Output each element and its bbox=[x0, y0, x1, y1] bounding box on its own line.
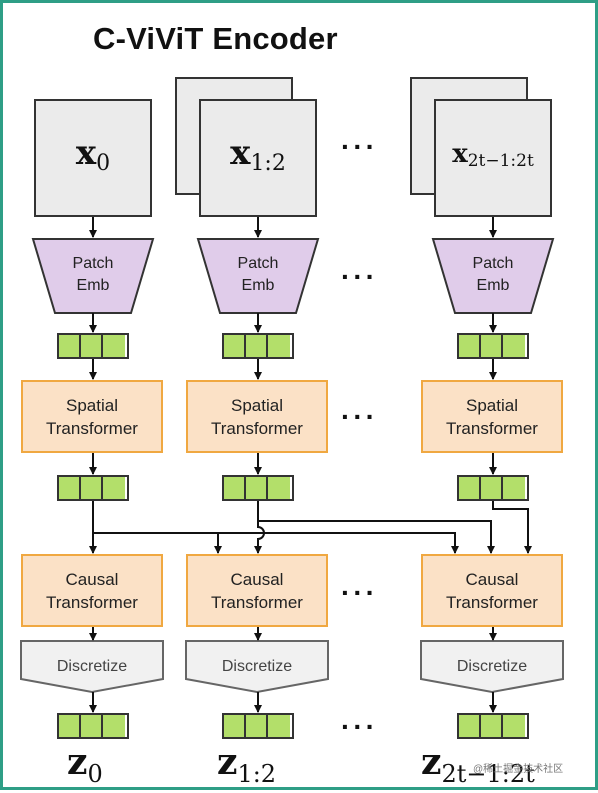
diagram-title: C-ViViT Encoder bbox=[93, 21, 338, 56]
discretize-1: Discretize bbox=[221, 657, 293, 675]
watermark-text: @稀土掘金技术社区 bbox=[473, 764, 564, 775]
frame-label-0: x0 bbox=[75, 132, 111, 176]
token-strip-spatial-1 bbox=[222, 475, 294, 501]
diagram-connections bbox=[20, 217, 564, 713]
latent-label-1: z1:2 bbox=[217, 741, 277, 788]
arrow-tokens2-to-causal2 bbox=[492, 500, 532, 554]
token-strip-patch-1 bbox=[222, 333, 294, 359]
ellipsis-frames: ··· bbox=[341, 131, 378, 162]
arrow-tokens1-to-causal2 bbox=[258, 520, 495, 554]
token-strip-patch-0 bbox=[57, 333, 129, 359]
token-strip-disc-1 bbox=[222, 713, 294, 739]
frame-box-0: x0 bbox=[34, 99, 152, 217]
token-strip-patch-2 bbox=[457, 333, 529, 359]
discretize-shape-2 bbox=[420, 640, 564, 694]
arrow-tokens0-to-causal1 bbox=[93, 532, 222, 554]
frame-box-2: x2t−1:2t bbox=[434, 99, 552, 217]
patch-emb-shape-1 bbox=[196, 238, 320, 314]
frame-label-1: x1:2 bbox=[230, 132, 286, 176]
token-strip-spatial-2 bbox=[457, 475, 529, 501]
patch-emb-shape-2 bbox=[431, 238, 555, 314]
discretize-shape-1 bbox=[185, 640, 329, 694]
arrow-tokens1-to-causal1 bbox=[254, 500, 265, 554]
ellipsis-patch: ··· bbox=[341, 261, 378, 292]
ellipsis-latents: ··· bbox=[341, 711, 378, 742]
frame-label-2: x2t−1:2t bbox=[452, 139, 534, 171]
arrow-tokens0-to-causal2 bbox=[218, 532, 459, 554]
ellipsis-spatial: ··· bbox=[341, 401, 378, 432]
discretize-shape-0 bbox=[20, 640, 164, 694]
latent-label-0: z0 bbox=[67, 741, 103, 788]
token-strip-disc-0 bbox=[57, 713, 129, 739]
token-strip-disc-2 bbox=[457, 713, 529, 739]
token-strip-spatial-0 bbox=[57, 475, 129, 501]
ellipsis-causal: ··· bbox=[341, 577, 378, 608]
discretize-2: Discretize bbox=[456, 657, 528, 675]
discretize-0: Discretize bbox=[56, 657, 128, 675]
patch-emb-shape-0 bbox=[31, 238, 155, 314]
frame-box-1: x1:2 bbox=[199, 99, 317, 217]
latent-label-2: z2t−1:2t bbox=[421, 741, 535, 788]
